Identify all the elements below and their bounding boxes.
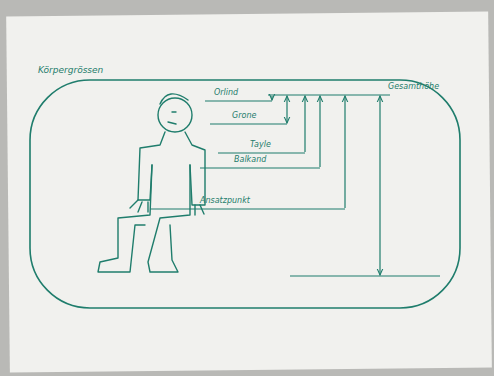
frame-outline bbox=[30, 80, 460, 308]
person-figure bbox=[98, 94, 205, 272]
paper-sheet bbox=[6, 11, 492, 372]
dimension-label: Ansatzpunkt bbox=[200, 197, 250, 205]
dimension-label: Tayle bbox=[250, 141, 271, 149]
sheet-title: Körpergrössen bbox=[38, 66, 103, 75]
dimension-label: Orlind bbox=[214, 89, 238, 97]
dimension-lines bbox=[150, 95, 440, 276]
dimension-label: Balkand bbox=[234, 156, 266, 164]
dimension-label: Gesamthöhe bbox=[388, 83, 439, 91]
dimension-label: Grone bbox=[232, 112, 256, 120]
